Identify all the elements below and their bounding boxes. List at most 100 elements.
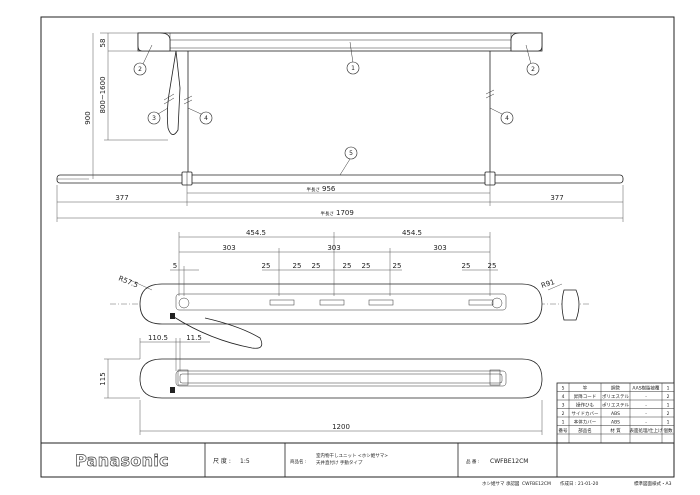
operating-cord xyxy=(166,50,181,135)
front-view: 58 800~1600 900 377 377 半長さ 956 半長さ 1709… xyxy=(56,32,624,222)
plan-view: 454.5 454.5 303 303 303 5 25 25 25 25 25… xyxy=(110,229,590,349)
product-label: 商品名 : xyxy=(290,458,306,465)
dim-radius-right: R91 xyxy=(540,278,556,290)
callout-4-left xyxy=(199,111,213,125)
dim-offset-b: 11.5 xyxy=(186,334,202,342)
dim-pitch-mid: 303 xyxy=(327,244,340,252)
side-cover-right xyxy=(510,32,543,52)
parts-table-cell: - xyxy=(645,421,647,426)
parts-table-cell: サイドカバー xyxy=(572,411,599,417)
dim-half-span-left: 454.5 xyxy=(246,229,266,237)
side-cap-profile xyxy=(561,289,580,321)
dim-left-overhang: 377 xyxy=(115,194,128,202)
code-value: CWFBE12CM xyxy=(490,458,528,465)
dim-slot-4: 25 xyxy=(343,262,352,270)
bottom-fitting-left xyxy=(177,369,189,386)
dim-total-length: 1709 xyxy=(336,209,354,217)
callout-4-right xyxy=(500,111,514,125)
dim-pitch-right: 303 xyxy=(433,244,446,252)
svg-text:2: 2 xyxy=(531,66,535,73)
dim-depth: 115 xyxy=(99,372,107,385)
scale-label: 尺 度 : xyxy=(213,457,231,465)
plan-body xyxy=(139,283,543,325)
callout-5 xyxy=(344,146,358,160)
drawing-frame xyxy=(40,16,675,478)
brand-logo: Panasonic xyxy=(75,451,169,470)
callout-2-right xyxy=(526,62,540,76)
main-body-cover xyxy=(137,32,543,52)
parts-table-cell: 5 xyxy=(562,386,565,392)
parts-table-header-cell: 表面処理/仕上げ xyxy=(629,427,663,434)
dim-edge-5: 5 xyxy=(173,262,177,270)
footer-code: CWFBE12CM xyxy=(522,481,551,487)
parts-table-cell: 1 xyxy=(667,420,670,426)
dim-slot-8: 25 xyxy=(488,262,497,270)
svg-text:3: 3 xyxy=(152,115,156,122)
dim-half-span-right: 454.5 xyxy=(402,229,422,237)
dim-slot-3: 25 xyxy=(312,262,321,270)
svg-text:2: 2 xyxy=(138,66,142,73)
plan-fitting-right xyxy=(491,297,503,309)
parts-table-header-cell: 部品名 xyxy=(578,427,592,434)
title-block: Panasonic 尺 度 : 1:5 商品名 : 室内物干しユニット <ホシ姫… xyxy=(41,442,674,477)
code-label: 品 番 : xyxy=(466,458,479,465)
bottom-pull-knob xyxy=(170,387,175,393)
parts-table-cell: - xyxy=(645,395,647,400)
scale-value: 1:5 xyxy=(240,458,250,465)
svg-text:5: 5 xyxy=(349,150,353,157)
parts-table-cell: 鋼管 xyxy=(611,385,620,392)
parts-table-cell: ABS xyxy=(611,420,620,426)
svg-text:4: 4 xyxy=(204,115,208,122)
parts-table-cell: 竿 xyxy=(583,385,588,392)
dim-radius-left: R57.5 xyxy=(117,274,139,289)
plan-pull-knob xyxy=(170,313,175,319)
parts-table-cell: ポリエステル xyxy=(602,402,629,409)
plan-fitting-left xyxy=(178,297,190,309)
callout-2-left xyxy=(133,62,147,76)
dim-slot-1: 25 xyxy=(262,262,271,270)
parts-table-cell: - xyxy=(645,404,647,409)
parts-table-cell: 2 xyxy=(667,394,670,400)
side-cover-left xyxy=(137,32,171,52)
parts-table-cell: ABS xyxy=(611,411,620,417)
dim-right-overhang: 377 xyxy=(550,194,563,202)
pole xyxy=(56,174,624,184)
dim-inner-pitch: 956 xyxy=(322,185,336,193)
dim-slot-5: 25 xyxy=(362,262,371,270)
parts-table-cell: AAS樹脂被覆 xyxy=(632,385,660,392)
parts-table-cell: 3 xyxy=(562,403,565,409)
parts-table-cell: - xyxy=(645,412,647,417)
dim-length: 1200 xyxy=(332,423,350,431)
parts-table-cell: 2 xyxy=(667,411,670,417)
bottom-fitting-right xyxy=(489,369,501,386)
parts-table-cell: 操作ひも xyxy=(576,402,594,409)
parts-table-cell: ポリエステル xyxy=(602,393,629,400)
parts-table-cell: 1 xyxy=(562,420,565,426)
parts-table-header-cell: 材 質 xyxy=(610,427,621,434)
bottom-view: 110.5 11.5 115 1200 xyxy=(99,334,543,435)
parts-table-cell: 2 xyxy=(562,411,565,417)
dim-top-height: 58 xyxy=(99,39,107,48)
footer-date: 作成日 : 21-01-20 xyxy=(560,480,598,487)
dim-inner-pitch-prefix: 半長さ xyxy=(307,186,321,193)
footer: ホシ姫サマ 承認図 CWFBE12CM 作成日 : 21-01-20 標準図面様… xyxy=(482,480,672,487)
dim-drop-total: 900 xyxy=(84,111,92,124)
parts-table-header-cell: 個数 xyxy=(664,427,673,434)
dim-slot-7: 25 xyxy=(462,262,471,270)
product-name-line2: 天井直付け 手動タイプ xyxy=(316,459,363,466)
footer-right: 標準図面様式・A3 xyxy=(634,480,672,487)
dim-slot-6: 25 xyxy=(393,262,402,270)
dim-drop-range: 800~1600 xyxy=(99,76,107,113)
bottom-body xyxy=(139,358,543,399)
svg-text:1: 1 xyxy=(351,65,355,72)
plan-operating-cord xyxy=(173,316,263,349)
parts-table-cell: 本体カバー xyxy=(574,419,597,426)
dim-slot-2: 25 xyxy=(293,262,302,270)
callout-1 xyxy=(346,61,360,75)
dim-pitch-left: 303 xyxy=(222,244,235,252)
dim-offset-a: 110.5 xyxy=(148,334,168,342)
dim-total-length-prefix: 半長さ xyxy=(321,210,335,217)
parts-table-cell: 1 xyxy=(667,403,670,409)
